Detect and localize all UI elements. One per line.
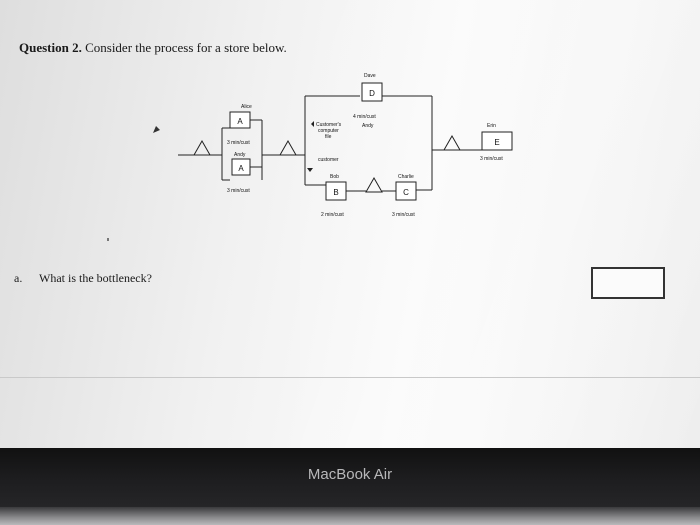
- station-b-letter: B: [333, 188, 338, 197]
- file-label-line-1: Customer's: [316, 122, 342, 128]
- device-brand-label: MacBook Air: [307, 466, 393, 483]
- question-number: Question 2.: [19, 40, 82, 55]
- inventory-triangle-3: [365, 176, 383, 193]
- laptop-bezel-edge: [0, 507, 700, 525]
- station-a-letter: A: [238, 164, 244, 173]
- screen: Question 2. Consider the process for a s…: [0, 0, 700, 448]
- charlie-worker-label: Charlie: [398, 174, 414, 180]
- andy-d-label: Andy: [362, 123, 374, 129]
- dave-worker-label: Dave: [364, 73, 376, 79]
- station-a-letter: A: [237, 117, 243, 126]
- station-e-erin: [481, 131, 513, 151]
- andy-a-worker-label: Andy: [234, 152, 246, 158]
- arrow-icon: [307, 168, 313, 172]
- process-flow-diagram: Alice A 3 min/cust Andy A 3 min/cust Cus…: [107, 73, 513, 241]
- bottleneck-answer-input[interactable]: [591, 267, 665, 299]
- screen-glare: [300, 0, 700, 448]
- station-d-dave: [361, 82, 383, 102]
- customer-label: customer: [318, 157, 339, 163]
- station-c-charlie: [395, 181, 417, 201]
- bob-worker-label: Bob: [330, 174, 339, 180]
- inventory-triangle-2: [279, 139, 297, 156]
- station-d-letter: D: [369, 89, 375, 98]
- file-label-line-3: file: [325, 134, 332, 140]
- bob-rate: 2 min/cust: [321, 212, 344, 218]
- divider: [0, 377, 700, 378]
- cursor-icon: [153, 126, 160, 133]
- station-e-letter: E: [494, 138, 499, 147]
- stray-mark: [107, 238, 109, 241]
- arrow-icon: [311, 121, 314, 127]
- part-a-letter: a.: [14, 271, 23, 285]
- erin-worker-label: Erin: [487, 123, 496, 129]
- alice-rate: 3 min/cust: [227, 140, 250, 146]
- inventory-triangle-4: [443, 134, 461, 151]
- alice-worker-label: Alice: [241, 104, 252, 110]
- inventory-triangle-1: [193, 139, 211, 156]
- question-prompt: Consider the process for a store below.: [85, 40, 287, 55]
- erin-rate: 3 min/cust: [480, 156, 503, 162]
- question-title: Question 2. Consider the process for a s…: [19, 40, 287, 56]
- station-c-letter: C: [403, 188, 409, 197]
- part-a-question: What is the bottleneck?: [39, 271, 152, 285]
- andy-a-rate: 3 min/cust: [227, 188, 250, 194]
- charlie-rate: 3 min/cust: [392, 212, 415, 218]
- dave-rate: 4 min/cust: [353, 114, 376, 120]
- file-label-line-2: computer: [318, 128, 339, 134]
